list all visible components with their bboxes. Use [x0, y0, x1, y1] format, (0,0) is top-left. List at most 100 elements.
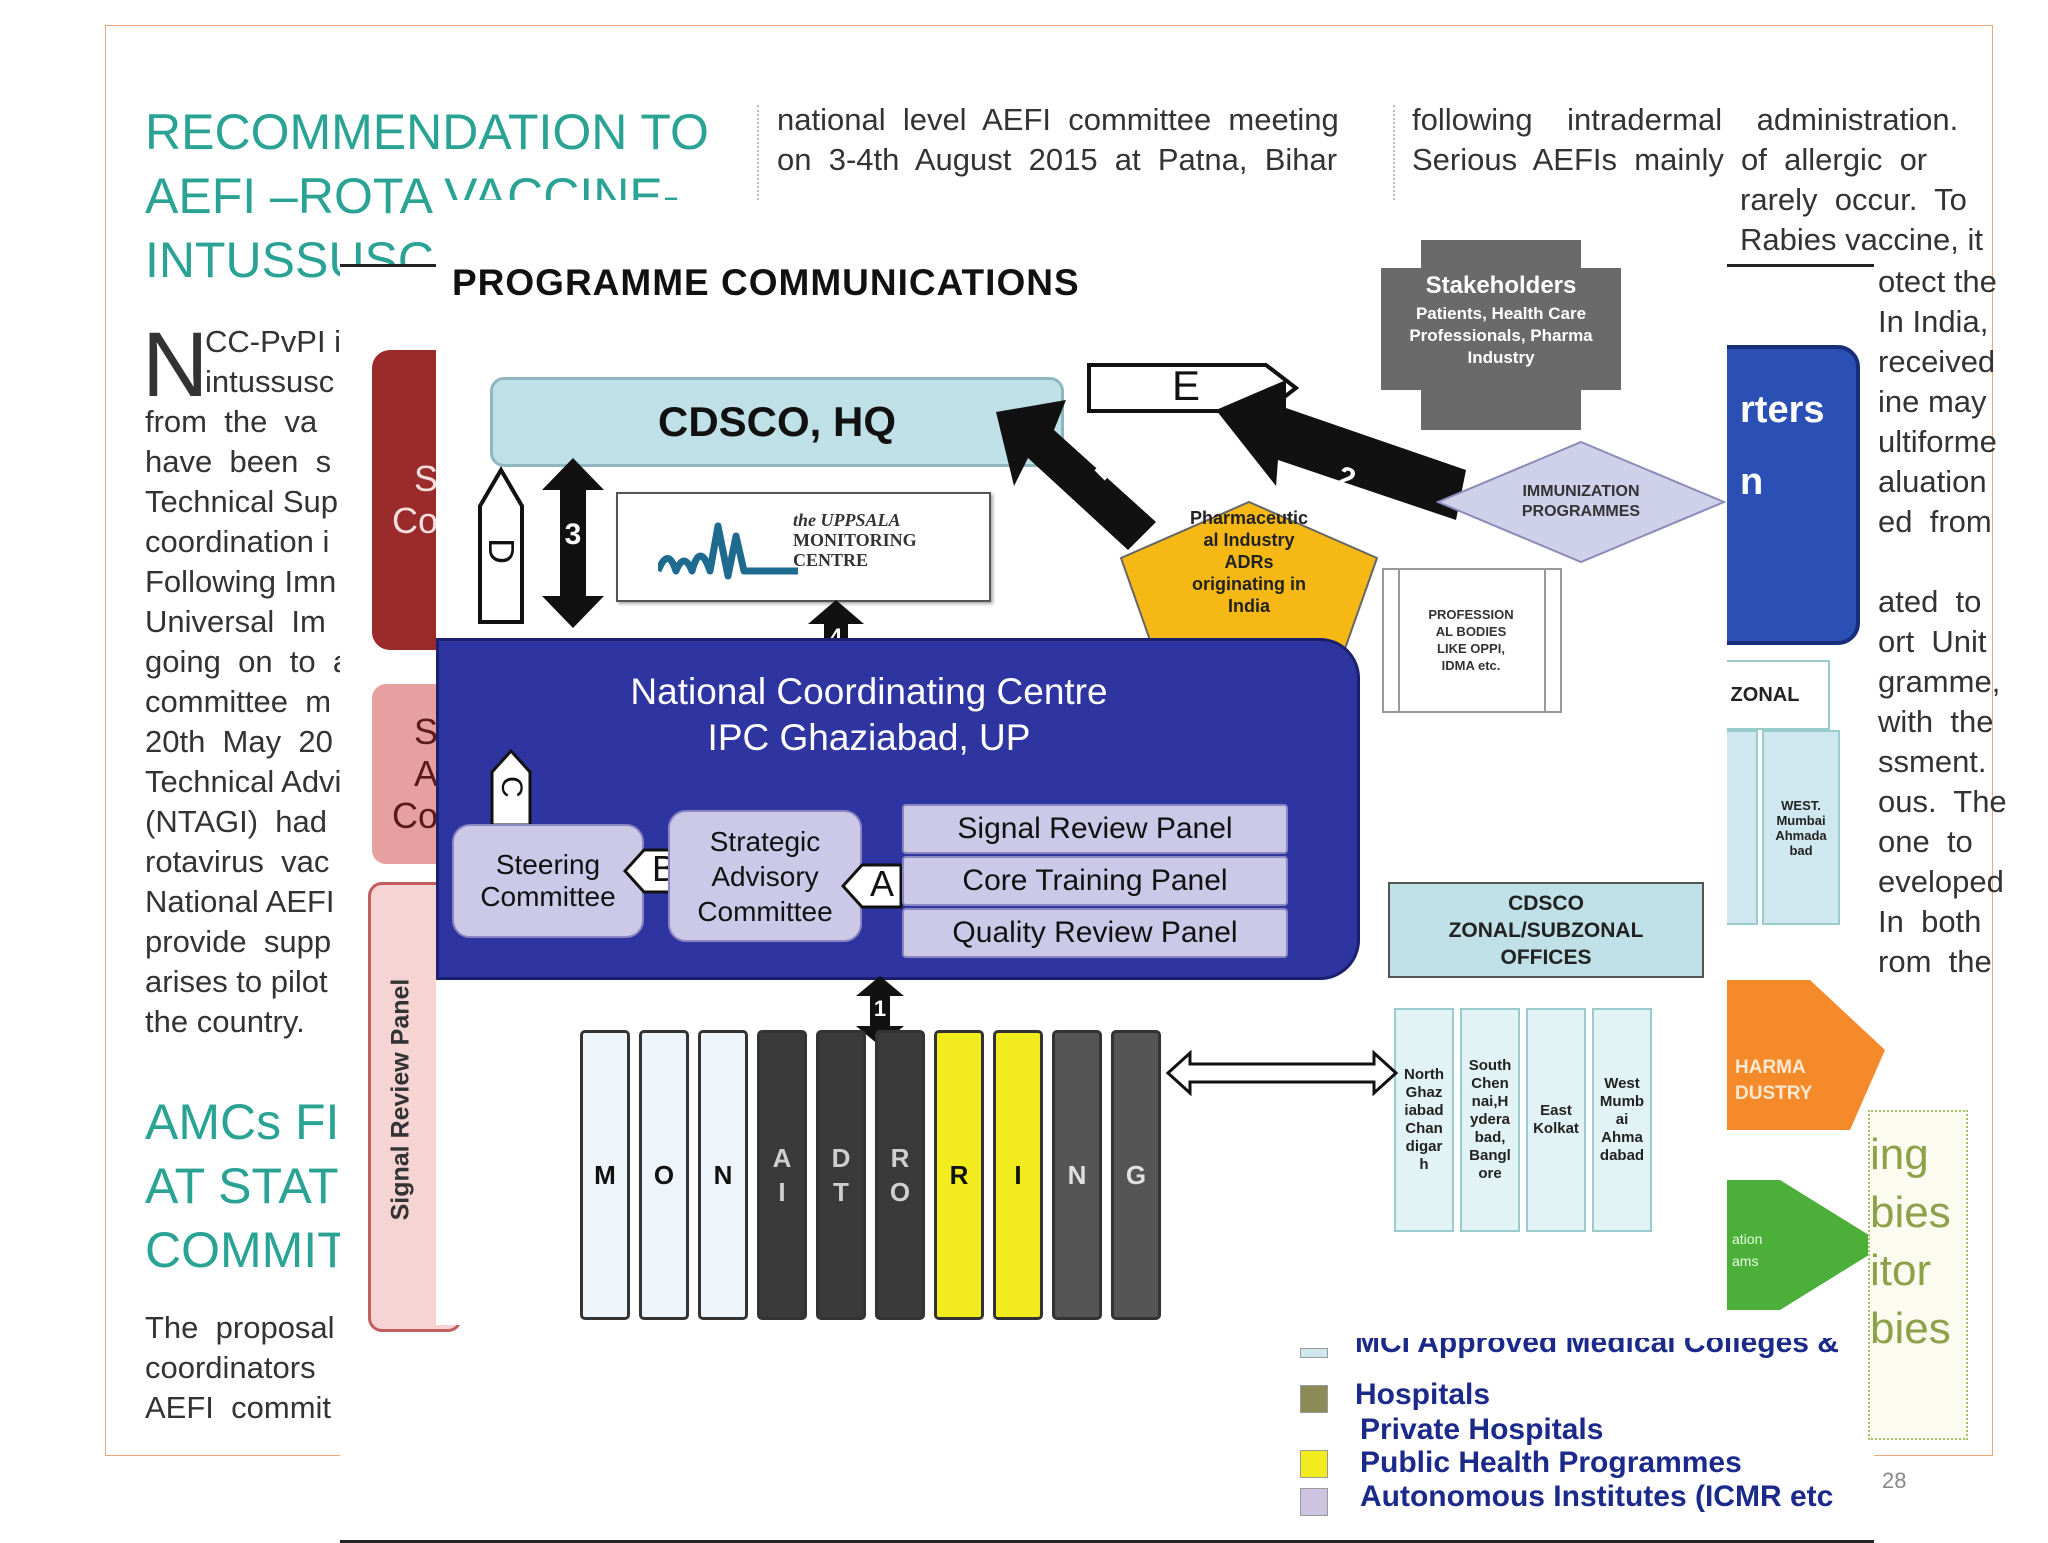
strategic-line: Committee [697, 895, 833, 927]
heading-line: COMMIT [145, 1222, 348, 1278]
text-line: (NTAGI) had [145, 804, 328, 839]
panel-label: Signal Review Panel [957, 812, 1233, 845]
heading-line: RECOMMENDATION TO [145, 104, 709, 160]
monitoring-column: R [934, 1030, 984, 1320]
text-line: ine may [1878, 384, 1987, 419]
text-line: CC-PvPI i [205, 324, 342, 359]
heading-line: AT STATE [145, 1158, 372, 1214]
text-line: rom the [1878, 944, 1992, 979]
text-line: ed from [1878, 504, 1992, 539]
professional-line: LIKE OPPI, [1437, 641, 1505, 656]
cdsco-hq-label: CDSCO, HQ [657, 398, 896, 445]
zone-line: bad, [1474, 1129, 1506, 1146]
monitoring-column: N [1052, 1030, 1102, 1320]
arrow-3 [542, 458, 604, 628]
text-line: rotavirus vac [145, 844, 330, 879]
legend-label: Private Hospitals [1360, 1413, 1604, 1446]
cdsco-zonal-line: ZONAL/SUBZONAL [1448, 918, 1644, 942]
arrow-d-label: D [481, 538, 522, 564]
diagram-title: PROGRAMME COMMUNICATIONS [452, 262, 1080, 303]
text-line: ous. The [1878, 784, 2007, 819]
zone-line: West [1604, 1075, 1640, 1092]
left-heading: RECOMMENDATION TO AEFI –ROTA VACCINE- IN… [145, 100, 709, 292]
dotted-box: ing bies itor bies [1868, 1110, 1968, 1440]
monitoring-letter: R O [889, 1143, 911, 1207]
pharma-text: Pharmaceutic al Industry ADRs originatin… [1119, 507, 1379, 617]
monitoring-letter: D T [831, 1143, 851, 1207]
zone-line: nai,H [1471, 1093, 1509, 1110]
dotted-box-text: itor [1870, 1246, 1932, 1295]
strategic-advisory-committee-box: Strategic Advisory Committee [668, 810, 862, 942]
text-line: national level AEFI committee meeting [777, 102, 1339, 137]
text-line: In both [1878, 904, 1982, 939]
zone-line: ydera [1469, 1111, 1511, 1128]
double-arrow-horizontal [1166, 1050, 1398, 1096]
text-line: Technical Sup [145, 484, 339, 519]
arrow-2-pharma [996, 400, 1156, 550]
red-box-text: S [414, 458, 439, 499]
zone-line: North [1404, 1066, 1444, 1083]
green-arrow-shape [1700, 1180, 1885, 1310]
monitoring-letter: O [653, 1160, 675, 1190]
text-line: intussusc [205, 364, 335, 399]
immunization-line: PROGRAMMES [1521, 503, 1641, 520]
legend-label: Hospitals [1355, 1378, 1491, 1411]
stakeholders-line: Industry [1467, 348, 1535, 367]
zone-line: digar [1405, 1138, 1443, 1155]
legend-label: Public Health Programmes [1360, 1446, 1742, 1479]
steering-line: Committee [480, 881, 616, 912]
text-line: AEFI commit [145, 1390, 332, 1425]
west-column: WEST. Mumbai Ahmada bad [1762, 730, 1840, 925]
text-line: one to [1878, 824, 1973, 859]
text-line: ssment. [1878, 744, 1987, 779]
text-line: Serious AEFIs mainly of allergic or [1412, 142, 1928, 177]
monitoring-letter: R [949, 1160, 969, 1190]
pharma-line: originating in [1192, 574, 1306, 594]
uppsala-logo-icon [658, 522, 798, 580]
uppsala-line: MONITORING [793, 530, 917, 550]
professional-line: PROFESSION [1428, 607, 1514, 622]
zone-line: h [1419, 1156, 1429, 1173]
cdsco-zonal-box: CDSCO ZONAL/SUBZONAL OFFICES [1388, 882, 1704, 978]
red-box-text: S [414, 711, 439, 752]
text-line: the country. [145, 1004, 305, 1039]
text-line: In India, [1878, 304, 1989, 339]
monitoring-letter: N [1067, 1160, 1087, 1190]
professional-inner-rule [1398, 570, 1400, 711]
uppsala-box: the UPPSALA MONITORING CENTRE [616, 492, 991, 602]
stakeholders-line: Professionals, Pharma [1409, 326, 1593, 345]
column-divider [757, 105, 759, 200]
text-line: arises to pilot [145, 964, 328, 999]
panel-label: Core Training Panel [962, 864, 1228, 897]
stakeholders-title: Stakeholders [1425, 272, 1577, 299]
red-box-text: Co [392, 795, 439, 836]
green-shape-label: ation ams [1732, 1228, 1762, 1272]
arrow-e-label: E [1171, 362, 1200, 409]
dotted-box-text: bies [1870, 1304, 1951, 1353]
arrow-d [478, 466, 524, 624]
zone-line: dabad [1599, 1147, 1645, 1164]
text-line: Technical Advi [145, 764, 342, 799]
monitoring-column: A I [757, 1030, 807, 1320]
monitoring-column: N [698, 1030, 748, 1320]
zonal-strip-text: ZONAL [1730, 683, 1800, 706]
zone-line: Kolkat [1533, 1120, 1579, 1137]
text-line: from the va [145, 404, 318, 439]
text-line: with the [1878, 704, 1994, 739]
zone-line: South [1468, 1057, 1512, 1074]
text-line: committee m [145, 684, 332, 719]
heading-line: AMCs FI [145, 1094, 340, 1150]
text-line: ort Unit [1878, 624, 1987, 659]
text-line: ultiforme [1878, 424, 1997, 459]
text-line: gramme, [1878, 664, 2001, 699]
west-text: Ahmada [1775, 827, 1827, 843]
arrow-a [840, 863, 903, 909]
stakeholders-cross [1381, 240, 1621, 430]
ncc-title: National Coordinating Centre [630, 671, 1108, 712]
professional-bodies-box: PROFESSION AL BODIES LIKE OPPI, IDMA etc… [1382, 568, 1562, 713]
left-heading-2: AMCs FI AT STATE COMMIT [145, 1090, 372, 1282]
